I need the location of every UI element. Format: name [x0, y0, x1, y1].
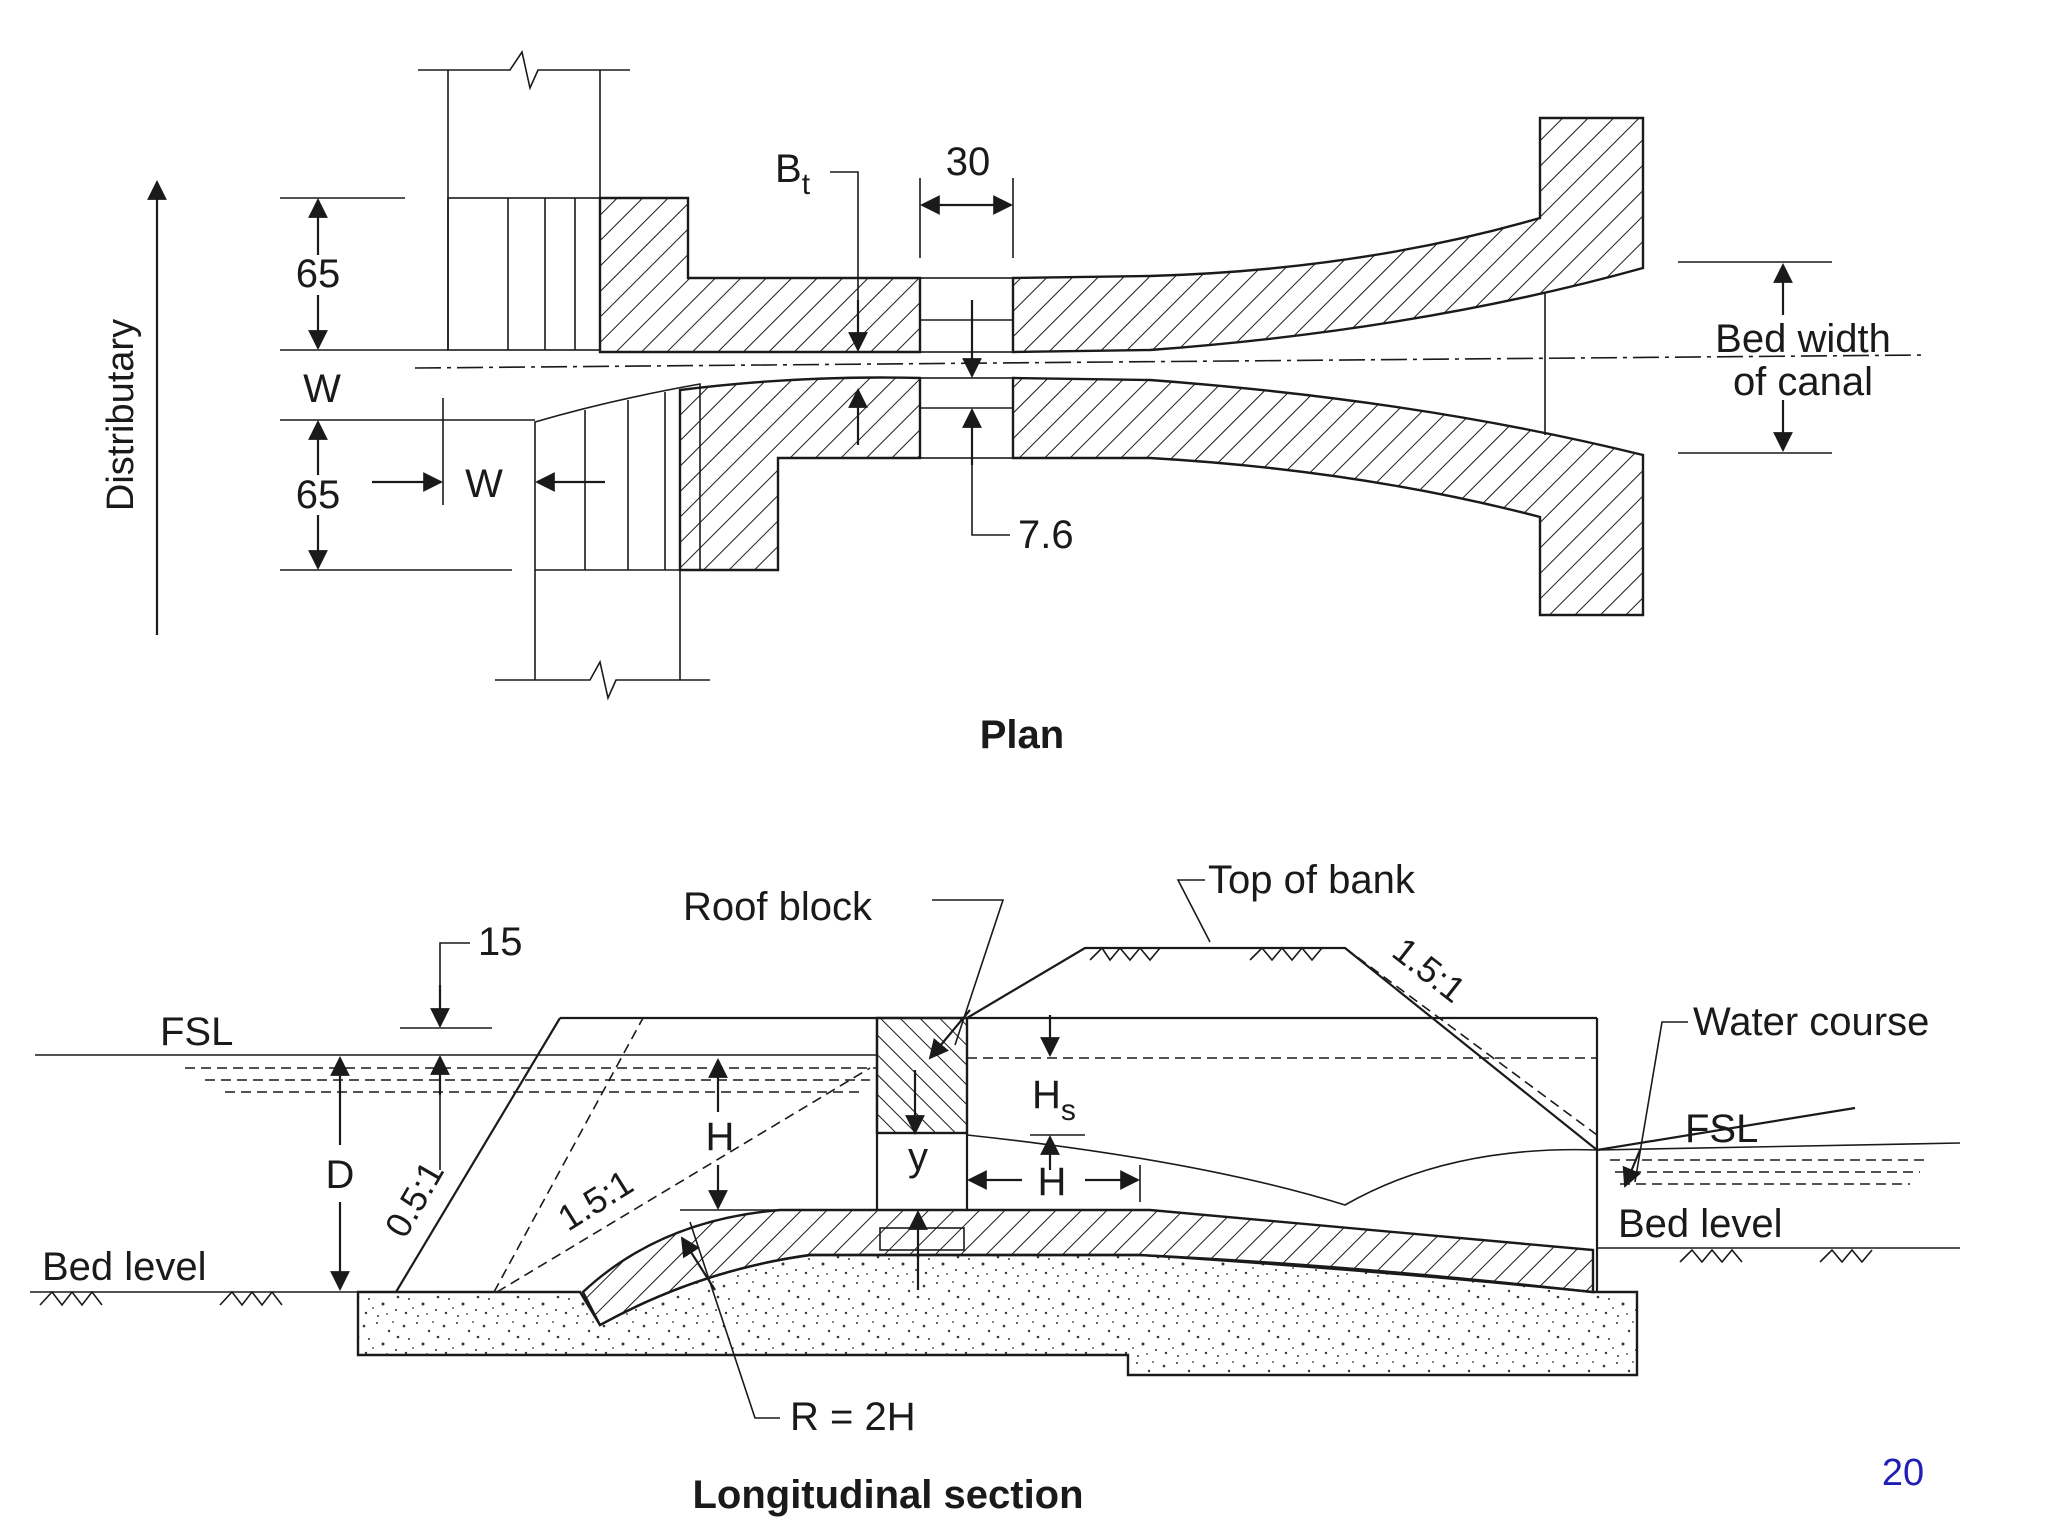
- bed-left-grass-b: [219, 1290, 283, 1307]
- top-of-bank-label: Top of bank: [1208, 858, 1416, 902]
- glacis-hatched: [581, 1208, 1595, 1327]
- water-course-label: Water course: [1693, 1000, 1929, 1044]
- dim-15-label: 15: [478, 920, 523, 964]
- slope-15-right: [1344, 947, 1598, 1136]
- dim-76: 7.6: [1018, 513, 1074, 557]
- lower-wall-bottom-break: [495, 659, 710, 701]
- radius-label: R = 2H: [790, 1395, 916, 1439]
- bank-grass-b: [1249, 946, 1323, 962]
- distributary-label: Distributary: [100, 319, 142, 511]
- section-caption: Longitudinal section: [692, 1473, 1083, 1517]
- bed-left-grass-a: [39, 1290, 103, 1307]
- plan-view: Distributary 65: [100, 49, 1926, 757]
- bed-level-left-label: Bed level: [42, 1245, 207, 1289]
- roof-block-label: Roof block: [683, 885, 873, 929]
- fsl-right-line: [1596, 1142, 1961, 1151]
- bed-width-label-2: of canal: [1733, 360, 1873, 404]
- h-label: H: [706, 1115, 735, 1159]
- lower-flare: [1011, 376, 1645, 617]
- bt-leader: [830, 171, 859, 340]
- dim-76-leader: [971, 465, 1010, 536]
- dim-w-mid: W: [465, 462, 503, 506]
- roof-block: [875, 1016, 969, 1135]
- bed-width-label-1: Bed width: [1715, 317, 1891, 361]
- plan-centreline: [414, 354, 1926, 369]
- slope-15-left-b: [496, 1067, 871, 1293]
- throat-upper: [919, 277, 1014, 353]
- plan-caption: Plan: [980, 713, 1064, 757]
- upper-flare: [1011, 116, 1645, 354]
- dim-15-leader: [439, 942, 470, 1025]
- radius-leader: [689, 1221, 780, 1419]
- fsl-left-label: FSL: [160, 1010, 233, 1054]
- lower-hatched-body: [678, 376, 922, 572]
- dim-65-lower: 65: [296, 473, 341, 517]
- water-course-leader: [1634, 1021, 1688, 1183]
- longitudinal-section: Top of bank Roof block 15 FSL D 0.5:1 1.…: [30, 858, 1961, 1517]
- upper-masonry: [447, 197, 601, 351]
- water-course-arrow: [1622, 1149, 1642, 1188]
- fsl-right-label: FSL: [1685, 1107, 1758, 1151]
- bed-right-grass-b: [1819, 1248, 1873, 1264]
- upper-hatched-body: [598, 196, 922, 354]
- bank-grass-a: [1089, 946, 1161, 962]
- hs-label: Hs: [1032, 1073, 1076, 1127]
- lower-masonry: [534, 383, 701, 570]
- slope-15-left-a: [493, 1017, 644, 1293]
- bed-right-grass: [1679, 1248, 1743, 1264]
- bed-level-right-label: Bed level: [1618, 1202, 1783, 1246]
- top-of-bank-leader: [1176, 879, 1211, 943]
- slide-number: 20: [1882, 1452, 1924, 1494]
- hydraulic-jump-curve: [966, 1134, 1598, 1206]
- outlet-wall-left: [395, 1017, 561, 1293]
- dim-30: 30: [946, 140, 991, 184]
- y-label: y: [908, 1135, 928, 1179]
- dim-w-left: W: [303, 367, 341, 411]
- roof-block-arrow: [928, 1009, 971, 1060]
- slope-15-left-label: 1.5:1: [551, 1162, 641, 1239]
- dim-65-upper: 65: [296, 252, 341, 296]
- bt-label: Bt: [775, 147, 811, 201]
- d-label: D: [326, 1153, 355, 1197]
- h-horizontal-label: H: [1038, 1160, 1067, 1204]
- radius-arrow: [680, 1236, 716, 1291]
- roof-block-leader: [932, 899, 1005, 1046]
- slope-15-right-label: 1.5:1: [1385, 929, 1473, 1011]
- upper-wall-top-break: [418, 49, 630, 91]
- throat-lower: [919, 377, 1014, 459]
